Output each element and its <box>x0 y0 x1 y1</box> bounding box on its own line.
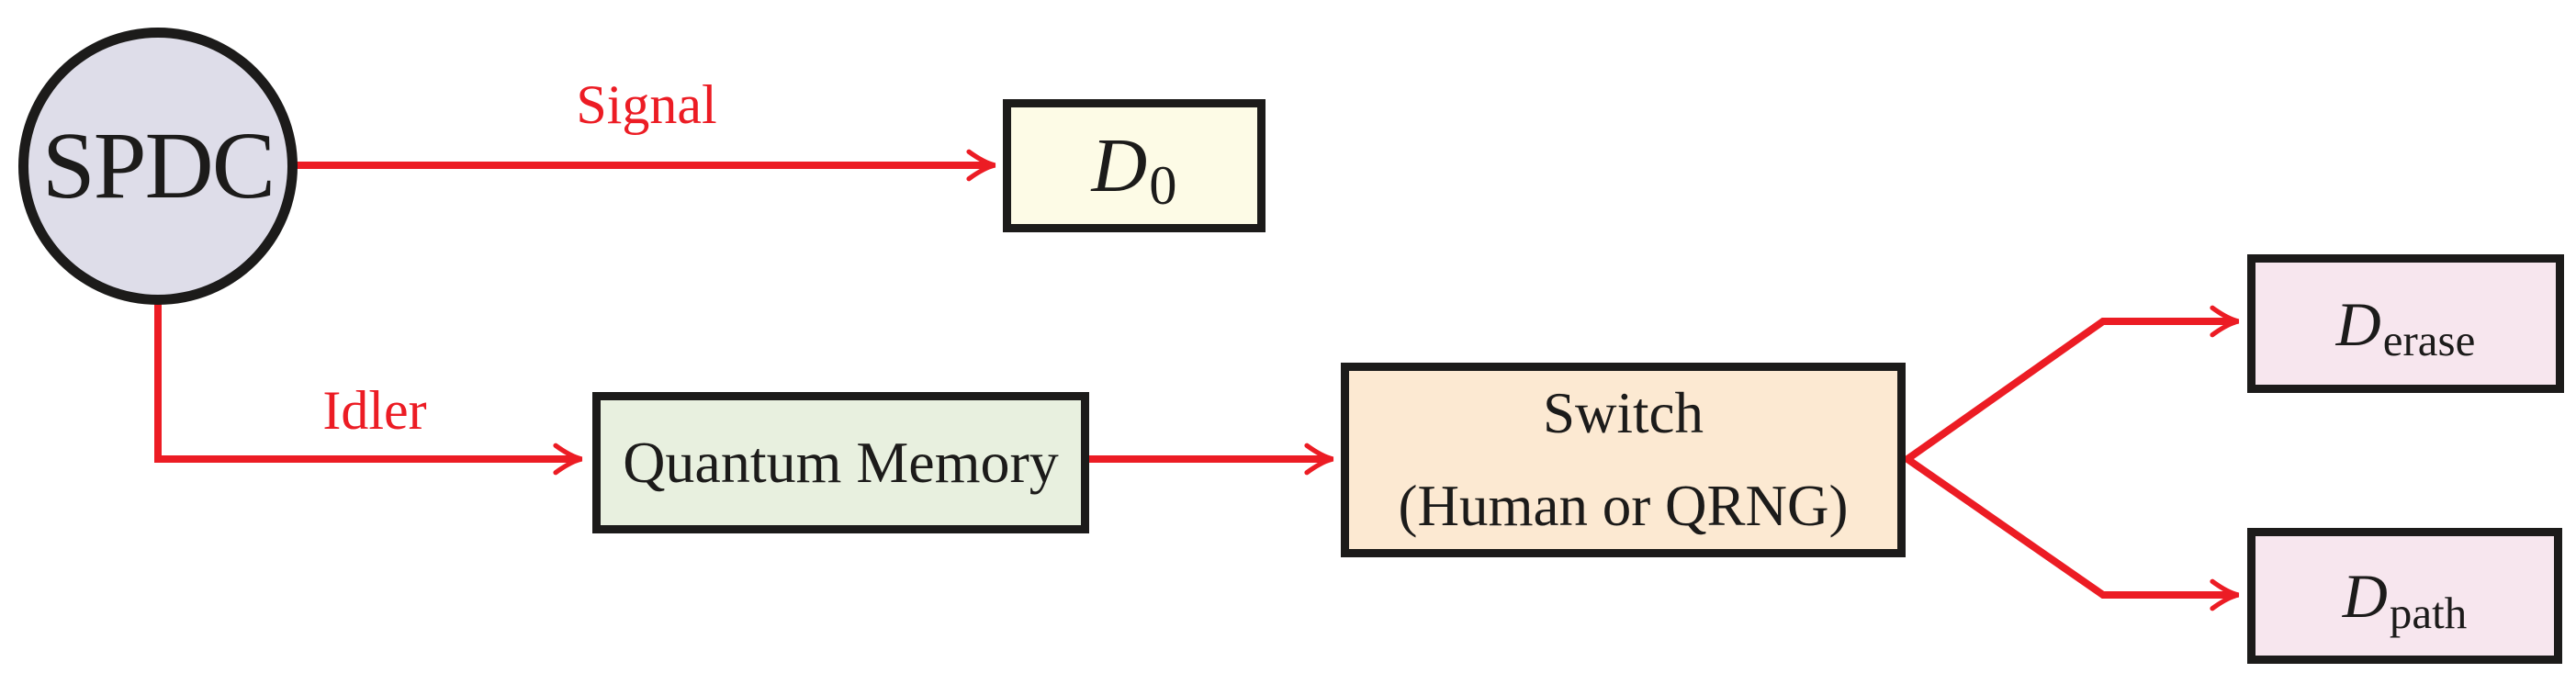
idler-label: Idler <box>322 380 427 441</box>
d0-label-subscript: 0 <box>1149 155 1177 217</box>
quantum-memory-label: Quantum Memory <box>623 430 1059 495</box>
switch-to-dpath-arrow <box>1904 455 2240 611</box>
signal-label: Signal <box>576 74 717 135</box>
switch-label-line1: Switch <box>1542 381 1704 445</box>
d-path-label: Dpath <box>2343 565 2467 635</box>
d-erase-label-base: D <box>2335 288 2381 359</box>
d0-label-base: D <box>1091 122 1148 208</box>
d0-detector-box: D0 <box>1003 99 1266 232</box>
d-path-label-base: D <box>2342 561 2388 631</box>
spdc-label: SPDC <box>41 113 276 219</box>
d-erase-label-subscript: erase <box>2382 315 2476 366</box>
switch-to-derase-arrow <box>1904 305 2240 463</box>
d-erase-label: Derase <box>2336 293 2476 364</box>
d-path-label-subscript: path <box>2389 587 2468 638</box>
switch-box: Switch (Human or QRNG) <box>1341 363 1906 557</box>
spdc-node: SPDC <box>18 28 298 305</box>
idler-arrow <box>154 299 583 476</box>
d-path-detector-box: Dpath <box>2247 528 2562 664</box>
switch-label-line2: (Human or QRNG) <box>1398 474 1849 538</box>
d0-label: D0 <box>1092 127 1177 214</box>
quantum-memory-box: Quantum Memory <box>592 392 1089 533</box>
d-erase-detector-box: Derase <box>2247 254 2564 393</box>
